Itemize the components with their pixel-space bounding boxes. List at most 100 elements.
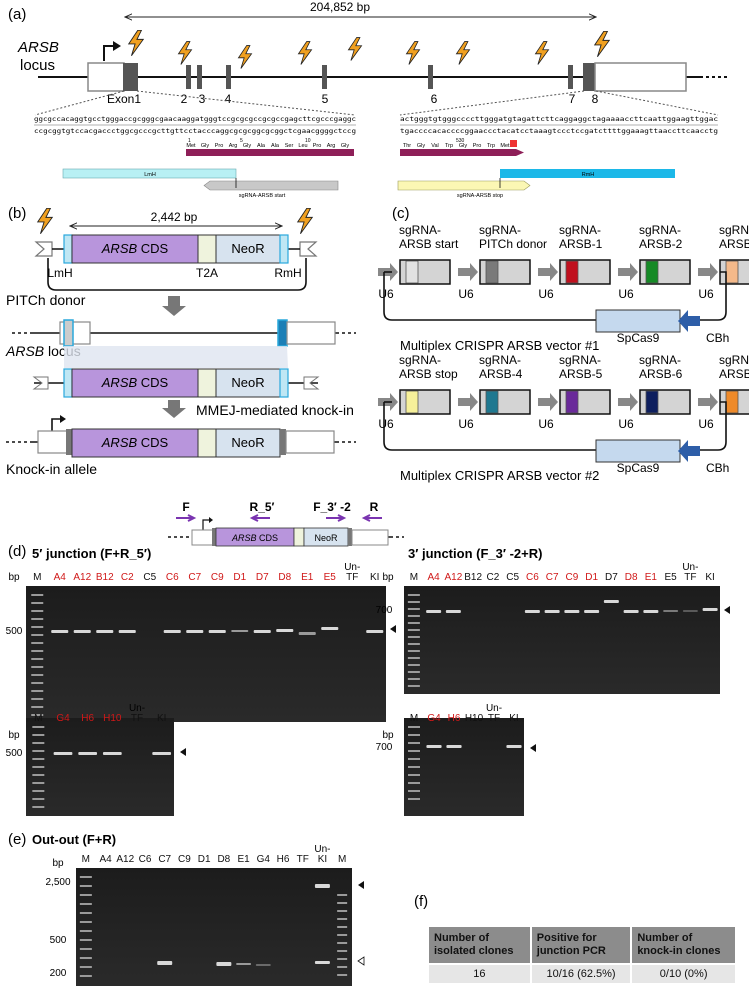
lane-label: H6 [277,854,290,865]
sgrna-title-line2: ARSB-3 [719,237,749,251]
gel-band [663,610,679,612]
lane-label: TF [684,572,696,583]
ladder-band [31,610,44,612]
ladder-band [408,758,420,760]
sgrna-title-line1: sgRNA- [559,353,601,367]
lane-label: B12 [96,572,114,583]
ladder-band [407,643,420,645]
expected-band-marker [530,744,536,752]
amino-acid: Leu [298,143,307,149]
wt-band-marker [357,956,365,966]
value-knockin: 0/10 (0%) [632,965,735,983]
amino-acid: Gly [201,143,210,149]
d-neor-label: NeoR [314,533,338,543]
lane-label: H10 [465,713,484,724]
donor-lmh-label: LmH [47,266,72,280]
zoom-line [136,90,356,116]
sequence-right-bottom: tgaccccacaccccggaaccctacatcctaaagtccctcc… [400,129,718,135]
ladder-band [31,634,44,636]
ladder-band [32,774,45,776]
ladder-band [337,974,348,976]
u6-promoter-arrow [538,393,558,411]
sgrna-title-line2: ARSB-6 [639,367,683,381]
lane-label: M [82,854,90,865]
primer-f-label: F [182,500,189,514]
amino-acid: Gly [341,143,350,149]
cut-site-bolt [238,45,252,69]
ladder-band [408,734,420,736]
amino-acid: Pro [215,143,224,149]
lane-label: C7 [158,854,171,865]
gel-band [73,630,91,633]
lane-label: C2 [121,572,134,583]
amino-acid: Ser [285,143,294,149]
ladder-band [32,798,45,800]
gel-band [255,964,271,966]
summary-value-row: 16 10/16 (62.5%) 0/10 (0%) [429,965,735,983]
u6-label: U6 [378,417,394,431]
panel-label-e: (e) [8,831,26,848]
gel-image [404,586,720,694]
sgrna-title-line2: ARSB-1 [559,237,603,251]
ladder-band [407,622,420,624]
lane-label: E1 [645,572,658,583]
lmh-bar [62,168,237,179]
ki-neor-label: NeoR [231,435,264,450]
ladder-band [408,782,420,784]
step-arrow [162,400,186,418]
lane-label: M [410,713,418,724]
d-promoter-head [209,517,213,523]
lane-label: E1 [301,572,314,583]
ki-cds-label: ARSB CDS [101,435,169,450]
bp-label: bp [8,572,20,583]
residue-number: 10 [305,138,311,144]
ladder-band [31,602,44,604]
step-arrow [162,296,186,316]
ladder-band [337,918,348,920]
sgrna-spacer [405,390,419,414]
u6-promoter-arrow [698,393,718,411]
span-label: 204,852 bp [310,0,370,14]
exon3-box [197,65,202,89]
cbh-label: CBh [706,461,729,475]
vector-2: sgRNA-ARSB stopsgRNA-ARSB-4sgRNA-ARSB-5s… [378,353,749,483]
gel-band [186,630,204,633]
gel-band [208,630,226,633]
gel-band [524,610,540,613]
gel-band [96,630,114,633]
exon-label-5: 5 [322,92,329,106]
expected-band-marker [358,881,364,889]
ladder-band [31,714,44,716]
ki-allele-label: Knock-in allele [6,461,97,477]
ladder-band [79,876,92,878]
amino-acid: Met [186,143,196,149]
b-mid-target-right [303,376,320,390]
sgrna-title-line1: sgRNA- [399,353,441,367]
b-locus-utr3 [286,321,336,345]
amino-acid: Arg [229,143,238,149]
ladder-band [31,594,44,596]
value-isolated: 16 [429,965,530,983]
ladder-band [407,678,420,680]
ladder-band [407,650,420,652]
lane-label: A4 [428,572,441,583]
gel-band [157,961,173,965]
header-knockin: Number of knock-in clones [632,927,735,963]
amino-acid: Trp [487,143,495,149]
b-locus-exon8 [277,319,288,347]
ladder-band [31,690,44,692]
donor-target-left [34,241,53,257]
outout-title: Out-out (F+R) [32,832,116,847]
gel-band [544,610,560,613]
ladder-band [337,894,348,896]
ladder-band [337,958,348,960]
cut-site-bolt [348,37,362,61]
lane-label: E5 [324,572,337,583]
gel-band [78,752,98,755]
u6-label: U6 [698,287,714,301]
gel-band [314,961,330,964]
vector-name: Multiplex CRISPR ARSB vector #2 [400,468,599,483]
amino-acid: Ala [271,143,280,149]
ladder-band [31,706,44,708]
